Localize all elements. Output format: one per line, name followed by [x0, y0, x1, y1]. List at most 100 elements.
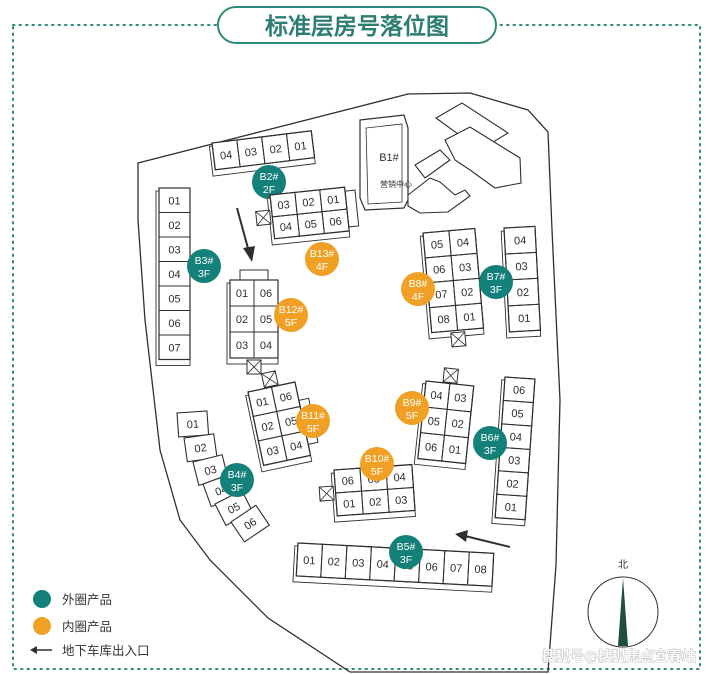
- unit-number: 02: [236, 314, 248, 326]
- unit-number: 03: [508, 455, 521, 468]
- building-label-b12: B12#5F: [274, 298, 308, 332]
- unit-number: 04: [279, 221, 292, 234]
- unit-number: 01: [255, 396, 269, 410]
- building-marker: [296, 404, 330, 438]
- unit-number: 04: [393, 472, 406, 485]
- unit-number: 01: [236, 288, 248, 300]
- unit-number: 05: [427, 415, 440, 428]
- building-marker: [305, 242, 339, 276]
- unit-number: 06: [424, 441, 437, 454]
- building-name: B13#: [310, 248, 335, 260]
- building-marker: [220, 463, 254, 497]
- unit-number: 05: [260, 314, 272, 326]
- building-name: B5#: [397, 541, 416, 553]
- building-label-b3: B3#3F: [187, 249, 221, 283]
- unit-number: 06: [425, 561, 438, 574]
- legend-outer-label: 外圈产品: [62, 592, 112, 607]
- unit-cell: 03: [386, 486, 416, 513]
- building-name: B3#: [195, 255, 214, 267]
- legend-garage: 地下车库出入口: [30, 643, 150, 658]
- outer-dot-icon: [33, 590, 51, 608]
- unit-number: 03: [395, 494, 408, 507]
- unit-number: 02: [327, 556, 340, 569]
- building-marker: [479, 265, 513, 299]
- building-b1-sales-center: B1# 营销中心: [359, 102, 522, 214]
- building-floors: 4F: [412, 291, 424, 303]
- unit-number: 04: [219, 149, 233, 162]
- unit-number: 03: [459, 261, 472, 274]
- compass-needle-icon: [618, 578, 628, 646]
- legend-garage-label: 地下车库出入口: [62, 643, 150, 658]
- building-name: B12#: [279, 304, 304, 316]
- building-marker: [252, 165, 286, 199]
- unit-cell: 01: [285, 130, 316, 162]
- unit-number: 02: [461, 286, 474, 299]
- unit-number: 01: [186, 419, 199, 432]
- unit-number: 06: [513, 384, 526, 397]
- building-label-b5: B5#3F: [389, 535, 423, 569]
- building-marker: [389, 535, 423, 569]
- building-floors: 4F: [316, 261, 328, 273]
- building-name: B6#: [481, 432, 500, 444]
- building-label-b8: B8#4F: [401, 272, 435, 306]
- unit-number: 03: [203, 464, 218, 479]
- unit-number: 01: [327, 194, 340, 207]
- unit-number: 05: [226, 501, 242, 517]
- unit-number: 02: [168, 220, 180, 232]
- building-marker: [473, 426, 507, 460]
- unit-number: 04: [289, 439, 303, 453]
- building-name: B4#: [228, 469, 247, 481]
- garage-entrance-arrow-north: [236, 207, 255, 262]
- unit-number: 02: [369, 496, 382, 509]
- north-label: 北: [618, 559, 628, 571]
- unit-number: 04: [430, 390, 443, 403]
- unit-cell: 04: [281, 430, 312, 461]
- legend-outer: 外圈产品: [33, 590, 112, 608]
- building-label-b13: B13#4F: [305, 242, 339, 276]
- unit-number: 01: [518, 313, 531, 326]
- unit-cell: 01: [507, 303, 541, 333]
- unit-number: 05: [511, 408, 524, 421]
- unit-number: 05: [431, 239, 444, 252]
- unit-number: 05: [284, 415, 298, 429]
- unit-number: 06: [242, 516, 259, 533]
- building-label-b11: B11#5F: [296, 404, 330, 438]
- watermark: 搜狐号@搜狐焦点宜春站: [542, 648, 696, 665]
- unit-number: 06: [433, 264, 446, 277]
- legend-inner-label: 内圈产品: [62, 619, 112, 634]
- unit-number: 03: [515, 261, 528, 274]
- unit-number: 01: [168, 195, 180, 207]
- building-floors: 5F: [307, 423, 319, 435]
- unit-number: 04: [168, 269, 180, 281]
- unit-number: 03: [244, 146, 258, 159]
- unit-number: 07: [435, 289, 448, 302]
- unit-number: 04: [376, 559, 389, 572]
- page-title: 标准层房号落位图: [265, 13, 449, 40]
- unit-number: 05: [304, 218, 317, 231]
- building-name: B10#: [365, 453, 390, 465]
- arrow-left-icon: [30, 646, 37, 654]
- unit-number: 03: [454, 392, 467, 405]
- unit-number: 02: [517, 287, 530, 300]
- building-floors: 3F: [198, 268, 210, 280]
- unit-number: 08: [437, 314, 450, 327]
- unit-number: 06: [168, 318, 180, 330]
- unit-number: 06: [279, 391, 293, 405]
- legend: 外圈产品 内圈产品 地下车库出入口: [30, 590, 150, 658]
- unit-number: 02: [302, 196, 315, 209]
- building-floors: 3F: [231, 482, 243, 494]
- unit-number: 04: [456, 237, 469, 250]
- unit-cell: 06: [321, 208, 350, 235]
- building-name: B9#: [403, 397, 422, 409]
- unit-number: 06: [260, 288, 272, 300]
- unit-number: 02: [506, 478, 519, 491]
- site-boundary: [137, 92, 561, 673]
- unit-number: 06: [341, 475, 354, 488]
